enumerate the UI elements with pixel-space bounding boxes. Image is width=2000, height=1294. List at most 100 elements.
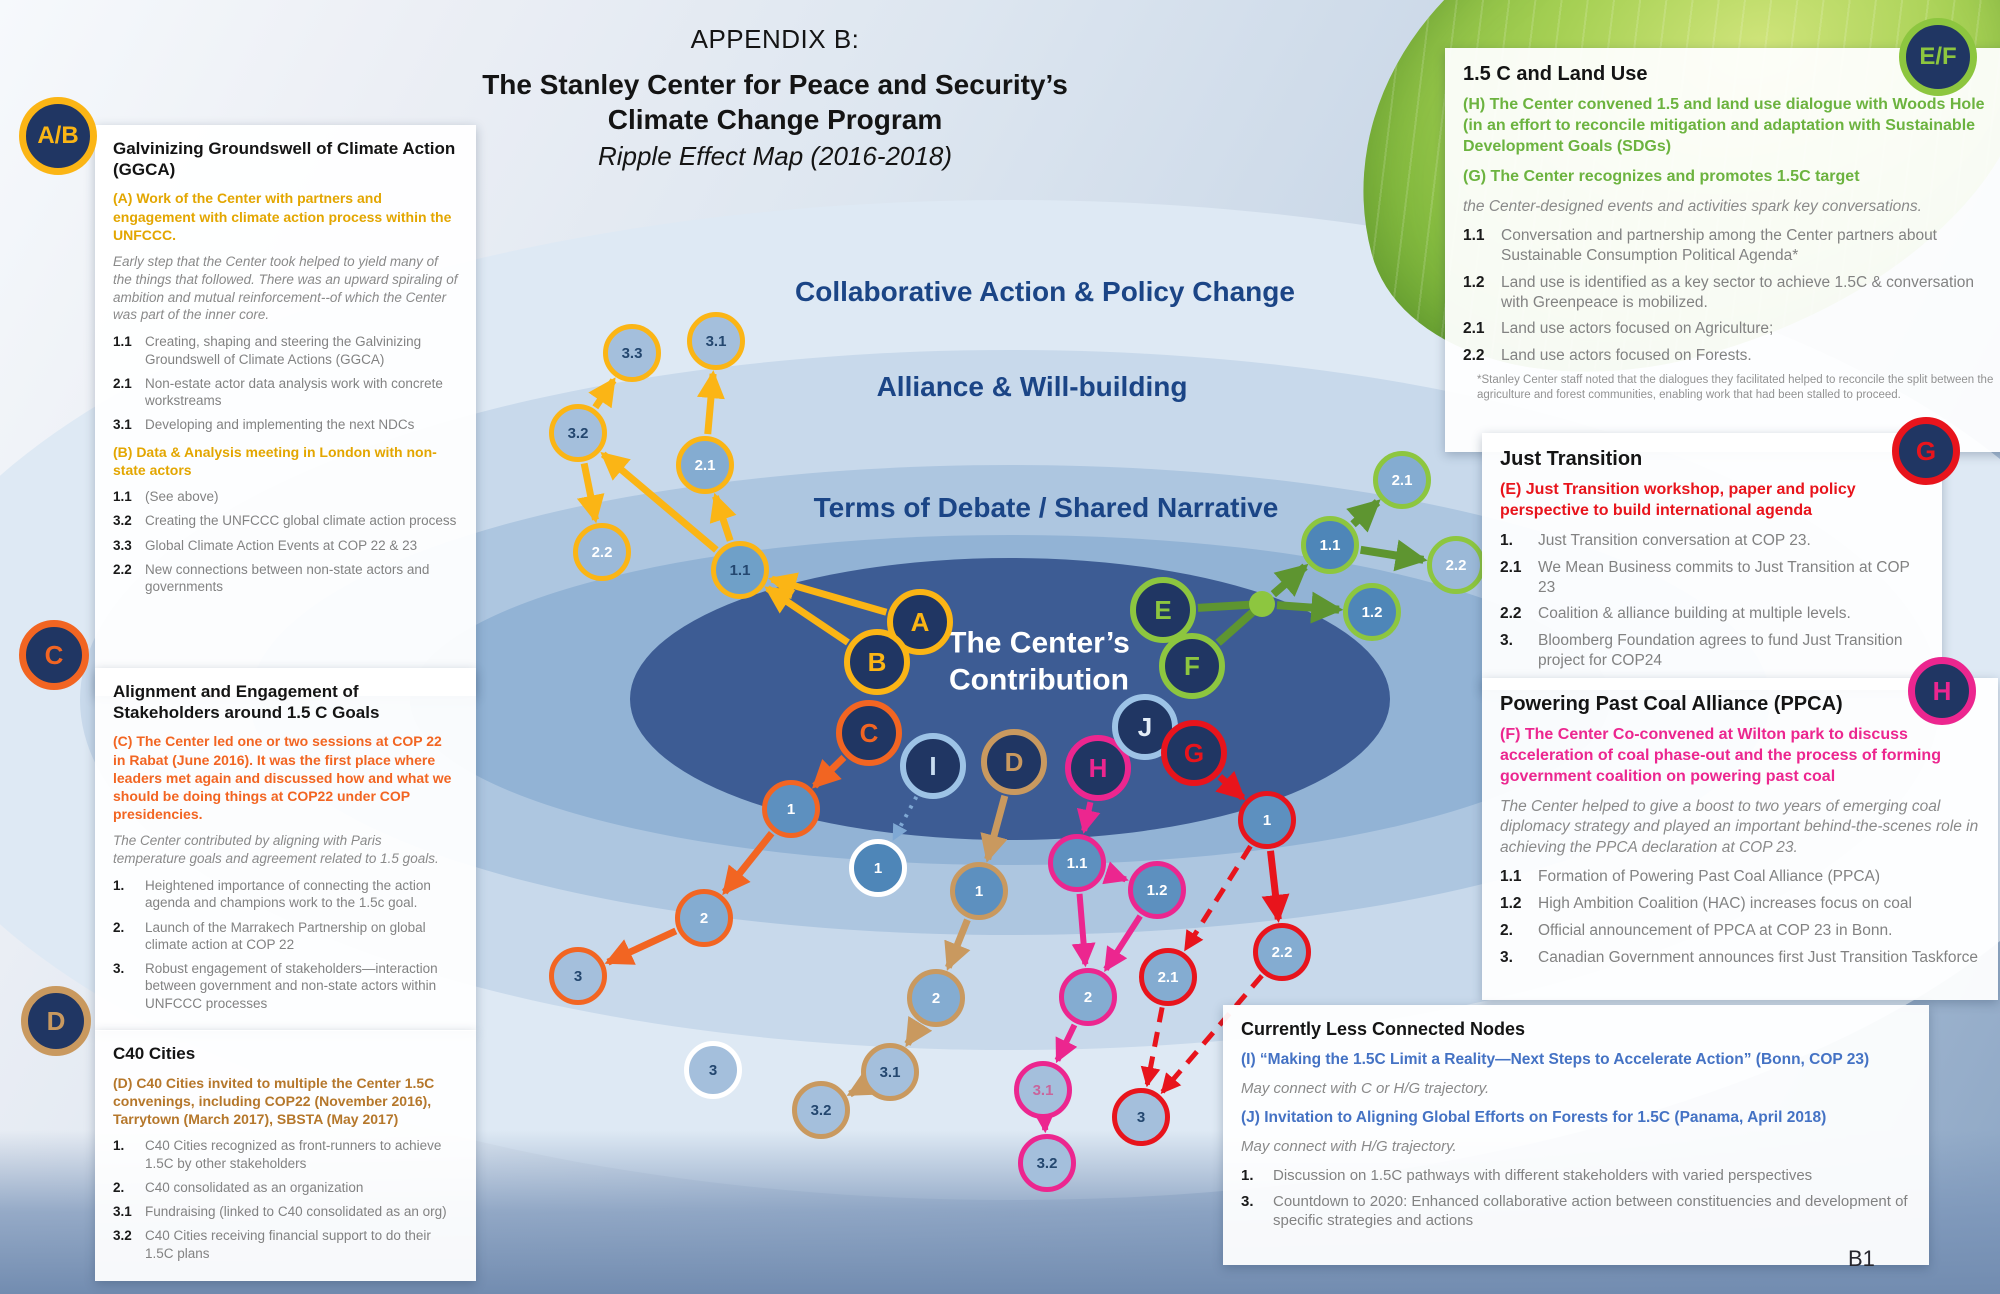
panel-ppca: Powering Past Coal Alliance (PPCA) (F) T… [1482, 678, 1998, 1000]
node-t32: 3.2 [792, 1081, 850, 1139]
center-label-line2: Contribution [949, 663, 1129, 696]
panel-lead-text: (A) Work of the Center with partners and… [113, 190, 452, 243]
panel-item-text: Countdown to 2020: Enhanced collaborativ… [1273, 1193, 1908, 1230]
node-y22: 2.2 [573, 523, 631, 581]
panel-item-text: Heightened importance of connecting the … [145, 878, 431, 911]
panel-item-text: C40 consolidated as an organization [145, 1179, 364, 1195]
panel-item-text: New connections between non-state actors… [145, 561, 430, 595]
panel-less-connected-title: Currently Less Connected Nodes [1241, 1019, 1526, 1039]
node-y33: 3.3 [603, 324, 661, 382]
node-g11: 1.1 [1301, 516, 1359, 574]
node-g21: 2.1 [1373, 451, 1431, 509]
appendix-label: APPENDIX B: [690, 24, 860, 54]
title-line1: The Stanley Center for Peace and Securit… [482, 69, 1068, 100]
panel-item-number: 1.1 [1500, 868, 1522, 886]
node-t2: 2 [907, 969, 965, 1027]
badge-ef: E/F [1899, 18, 1977, 96]
node-t31: 3.1 [861, 1043, 919, 1101]
panel-item-number: 1.1 [1463, 227, 1485, 245]
panel-item-text: Robust engagement of stakeholders—intera… [145, 961, 438, 1011]
panel-item-text: High Ambition Coalition (HAC) increases … [1538, 894, 1912, 912]
panel-item-number: 1. [1500, 531, 1513, 549]
panel-item-number: 2.2 [1463, 347, 1485, 365]
panel-item-number: 3.2 [113, 513, 132, 529]
panel-land-use: 1.5 C and Land Use (H) The Center conven… [1445, 48, 2000, 452]
panel-item-text: Discussion on 1.5C pathways with differe… [1273, 1166, 1813, 1184]
panel-item-text: Fundraising (linked to C40 consolidated … [145, 1204, 447, 1220]
panel-item-text: Creating, shaping and steering the Galvi… [145, 334, 422, 367]
panel-item-number: 3.1 [113, 417, 132, 433]
panel-item-text: Land use actors focused on Forests. [1501, 347, 1752, 365]
node-y11: 1.1 [711, 541, 769, 599]
panel-less-connected: Currently Less Connected Nodes (I) “Maki… [1223, 1005, 1929, 1265]
panel-item-number: 1. [1241, 1166, 1254, 1184]
node-g12: 1.2 [1343, 583, 1401, 641]
node-F: F [1159, 633, 1225, 699]
panel-item: 3.2 C40 Cities receiving financial suppor… [113, 1227, 458, 1262]
panel-item-text: Just Transition conversation at COP 23. [1538, 531, 1811, 549]
panel-item-text: Global Climate Action Events at COP 22 &… [145, 537, 418, 553]
panel-alignment: Alignment and Engagement of Stakeholders… [95, 668, 476, 1031]
panel-land-use-title: 1.5 C and Land Use [1463, 63, 1648, 85]
badge-h: H [1908, 657, 1976, 725]
panel-just-transition: Just Transition (E) Just Transition work… [1482, 433, 1942, 690]
node-I: I [900, 733, 966, 799]
node-C: C [836, 700, 902, 766]
page-number: B1 [1848, 1246, 1875, 1271]
panel-para-text: May connect with C or H/G trajectory. [1241, 1080, 1490, 1098]
panel-c40-cities: C40 Cities (D) C40 Cities invited to mul… [95, 1030, 476, 1281]
node-t1: 1 [950, 862, 1008, 920]
panel-lead-text: (F) The Center Co-convened at Wilton par… [1500, 726, 1941, 785]
panel-item: 3.1 Developing and implementing the next … [113, 416, 458, 433]
panel-item-number: 1. [113, 878, 125, 894]
panel-ppca-title: Powering Past Coal Alliance (PPCA) [1500, 693, 1843, 715]
panel-item: 2. Official announcement of PPCA at COP 2… [1500, 921, 1980, 941]
panel-item: 2.2 New connections between non-state act… [113, 561, 458, 596]
node-p32: 3.2 [1018, 1134, 1076, 1192]
panel-item-text: Canadian Government announces first Just… [1538, 948, 1978, 966]
panel-item-number: 2.2 [113, 561, 132, 577]
panel-item-number: 2. [1500, 921, 1513, 939]
panel-c40-body: (D) C40 Cities invited to multiple the C… [113, 1074, 458, 1262]
panel-item-number: 3.3 [113, 537, 132, 553]
panel-item-text: We Mean Business commits to Just Transit… [1538, 558, 1910, 596]
panel-item-text: Formation of Powering Past Coal Alliance… [1538, 868, 1881, 886]
ring-label-alliance: Alliance & Will-building [876, 371, 1188, 402]
panel-item-number: 2. [113, 919, 125, 935]
center-label-line1: The Center’s [948, 626, 1130, 660]
ring-label-center-contribution: The Center’s Contribution [948, 625, 1130, 698]
panel-alignment-title: Alignment and Engagement of Stakeholders… [113, 682, 380, 722]
node-y31: 3.1 [687, 312, 745, 370]
panel-item: 1. Discussion on 1.5C pathways with diffe… [1241, 1166, 1911, 1185]
panel-item-number: 2.1 [113, 375, 132, 391]
page-title: The Stanley Center for Peace and Securit… [425, 67, 1125, 137]
panel-alignment-body: (C) The Center led one or two sessions a… [113, 732, 458, 1011]
panel-item: 1.2 High Ambition Coalition (HAC) increas… [1500, 894, 1980, 914]
panel-item-number: 3.2 [113, 1228, 132, 1244]
panel-item-text: C40 Cities recognized as front-runners t… [145, 1138, 442, 1171]
panel-lead-text: (I) “Making the 1.5C Limit a Reality—Nex… [1241, 1050, 1870, 1068]
panel-ppca-body: (F) The Center Co-convened at Wilton par… [1500, 725, 1980, 967]
panel-item-text: C40 Cities receiving financial support t… [145, 1228, 431, 1261]
panel-ggca-body: (A) Work of the Center with partners and… [113, 189, 458, 595]
panel-item-text: Official announcement of PPCA at COP 23 … [1538, 921, 1893, 939]
panel-just-transition-body: (E) Just Transition workshop, paper and … [1500, 480, 1924, 671]
badge-c: C [19, 620, 89, 690]
panel-item-text: Conversation and partnership among the C… [1501, 227, 1937, 264]
panel-item-number: 1.2 [1500, 894, 1522, 912]
panel-item-number: 3. [1500, 948, 1513, 966]
panel-item-text: Developing and implementing the next NDC… [145, 417, 415, 433]
junction-dot [1249, 591, 1275, 617]
panel-para-text: May connect with H/G trajectory. [1241, 1138, 1457, 1156]
panel-item-number: 3. [1241, 1193, 1254, 1211]
panel-lead-text: (J) Invitation to Aligning Global Effort… [1241, 1108, 1827, 1126]
panel-lead-text: (G) The Center recognizes and promotes 1… [1463, 167, 1860, 185]
panel-item-text: Land use actors focused on Agriculture; [1501, 320, 1774, 338]
